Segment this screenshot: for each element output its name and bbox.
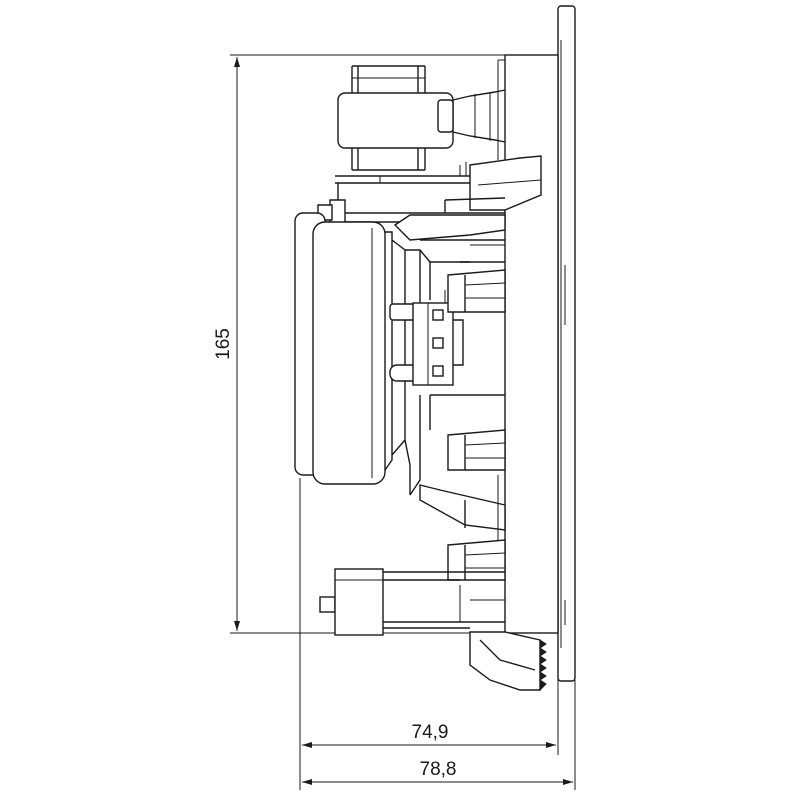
upper-arm-lip — [393, 214, 506, 241]
depth-overall-value: 78,8 — [420, 759, 457, 780]
height-dimension: 165 — [213, 54, 555, 634]
driver-assembly — [294, 212, 505, 496]
bottom-clamp-block — [334, 568, 384, 636]
height-value: 165 — [213, 328, 234, 360]
clamp-lever — [437, 99, 454, 133]
rib-lower-arm — [419, 484, 506, 531]
depth-inner-value: 74,9 — [412, 722, 449, 743]
terminal-block — [389, 290, 464, 386]
depth-dimensions: 74,9 78,8 — [299, 478, 576, 790]
baffle-frame — [504, 54, 559, 634]
clip-teeth — [539, 639, 547, 692]
front-baffle — [504, 5, 576, 682]
frame-ribs — [419, 269, 506, 581]
clamp-block — [337, 92, 454, 149]
magnet-body — [312, 221, 386, 485]
rib-upper — [447, 269, 506, 313]
top-mounting-clamp — [337, 59, 506, 171]
bottom-retaining-clip — [469, 631, 547, 692]
bottom-clamp — [319, 568, 505, 636]
rib-bottom — [447, 539, 506, 581]
bottom-post — [319, 596, 336, 613]
rib-middle — [447, 429, 506, 471]
